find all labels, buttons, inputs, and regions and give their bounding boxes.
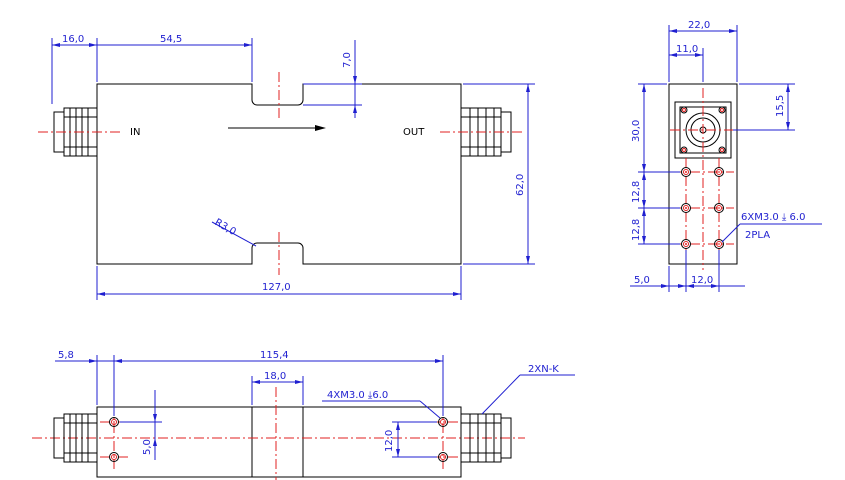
dim-bottom-horizontal	[55, 355, 444, 416]
dim-side-width-label: 22,0	[688, 20, 710, 31]
side-hole-note: 6XM3.0 ⤓ 6.0	[741, 212, 805, 223]
dim-bottom-slot-width	[251, 376, 304, 405]
dim-side-connector-height	[638, 83, 680, 173]
bottom-left-connector	[53, 413, 98, 463]
side-view: 22,0 11,0 30,0 15,5	[630, 20, 822, 292]
dim-side-hole-spacing-label: 12,0	[691, 275, 713, 286]
dim-bottom-hole-spacing	[392, 421, 437, 458]
dim-top-left-offset	[51, 38, 98, 104]
dim-top-height-label: 62,0	[515, 174, 526, 196]
bottom-right-connector	[460, 413, 512, 463]
connector-note-leader	[481, 374, 575, 415]
dim-side-connector-center	[733, 83, 795, 131]
connector-note: 2XN-K	[528, 364, 559, 375]
in-connector	[38, 107, 120, 157]
dim-side-width	[668, 25, 738, 82]
dim-side-hole-pitch-lower	[638, 208, 680, 245]
dim-bottom-slot-width-label: 18,0	[264, 371, 286, 382]
dim-side-connector-center-label: 15,5	[775, 95, 786, 117]
dim-bottom-hole-row	[120, 390, 162, 460]
dim-side-hole-pitch-upper	[638, 172, 680, 209]
bottom-hole-note: 4XM3.0 ⤓6.0	[327, 390, 388, 401]
dim-side-half-width	[669, 48, 704, 82]
dim-top-slot-position-label: 54,5	[160, 34, 182, 45]
bottom-hole-note-leader	[322, 400, 441, 419]
dim-side-bottom-offsets	[630, 250, 745, 292]
dim-bottom-hole-row-label: 5,0	[142, 439, 153, 455]
dim-top-left-offset-label: 16,0	[62, 34, 84, 45]
dim-side-connector-height-label: 30,0	[631, 120, 642, 142]
dim-top-length	[96, 266, 462, 300]
out-port-label: OUT	[403, 127, 425, 138]
dim-top-slot-depth-label: 7,0	[342, 52, 353, 68]
side-hole-note-2: 2PLA	[745, 230, 770, 241]
out-connector	[440, 107, 525, 157]
in-port-label: IN	[130, 127, 140, 138]
dim-top-length-label: 127,0	[262, 282, 291, 293]
dim-side-edge-offset-label: 5,0	[634, 275, 650, 286]
signal-arrow-icon	[228, 125, 326, 131]
side-mounting-holes	[681, 167, 724, 249]
dim-top-slot-position	[97, 38, 253, 82]
dim-side-hole-pitch-lower-label: 12,8	[631, 219, 642, 241]
dim-top-slot-depth	[303, 40, 362, 118]
dim-bottom-edge-offset-label: 5,8	[58, 350, 74, 361]
dim-side-half-width-label: 11,0	[676, 44, 698, 55]
dim-top-height	[463, 83, 535, 265]
dim-slot-radius-label: R3,0	[213, 217, 238, 238]
dim-side-hole-pitch-upper-label: 12,8	[631, 181, 642, 203]
dim-slot-radius	[211, 221, 257, 247]
dim-bottom-hole-span-label: 115,4	[260, 350, 289, 361]
dim-bottom-hole-spacing-label: 12,0	[384, 430, 395, 452]
side-hole-note-leader	[721, 223, 822, 243]
top-view: IN OUT 16,0	[38, 34, 535, 300]
bottom-view: 5,8 115,4 18,0 5,0 12,0	[32, 350, 575, 480]
